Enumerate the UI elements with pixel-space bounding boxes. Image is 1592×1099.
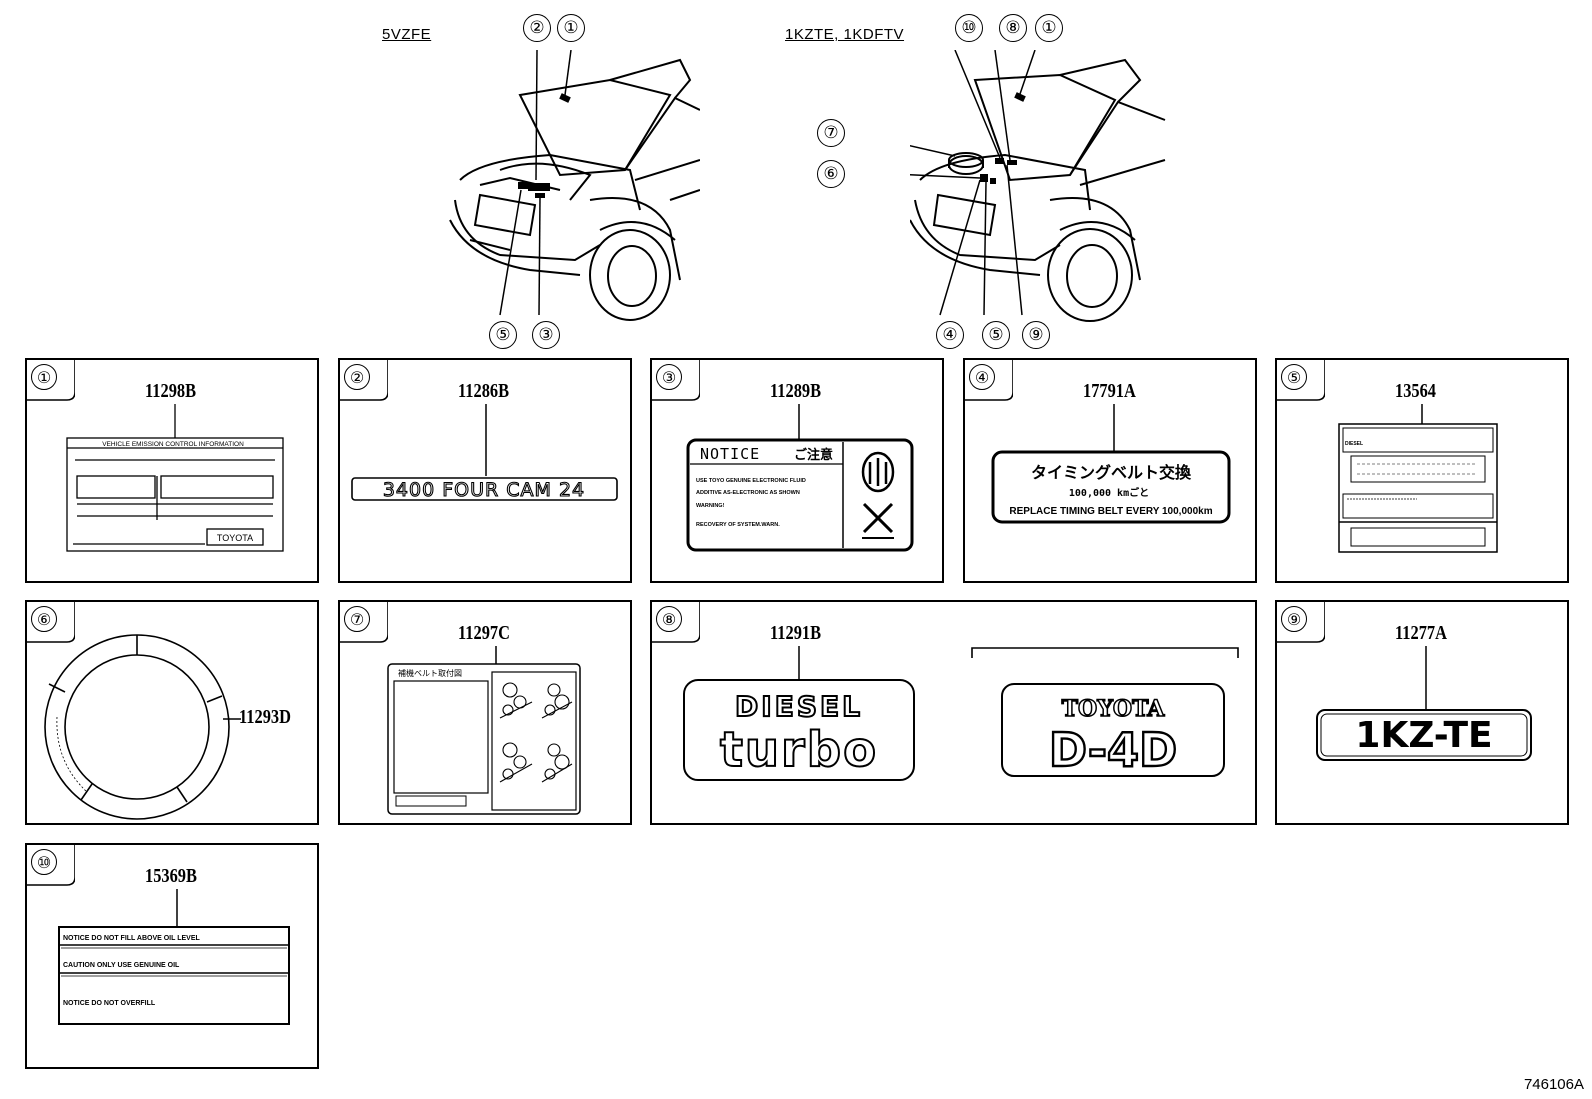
- belt-diagram-title-jp: 補機ベルト取付図: [398, 668, 462, 678]
- d4d-badge-brand: TOYOTA: [1062, 696, 1166, 722]
- notice-line-4: RECOVERY OF SYSTEM.WARN.: [696, 522, 780, 528]
- panel-9: ⑨ 11277A 1KZ-TE: [1275, 600, 1569, 825]
- notice-line-3: WARNING!: [696, 503, 725, 509]
- panel-8-part-number: 11291B: [770, 622, 822, 644]
- engine-label-1kzte: 1KZTE, 1KDFTV: [785, 26, 905, 43]
- panel-7: ⑦ 11297C 補機ベルト取付図: [338, 600, 632, 825]
- callout-8-1kzte: ⑧: [999, 14, 1027, 42]
- panel-1-part-number: 11298B: [145, 380, 197, 402]
- panel-2: ② 11286B 3400 FOUR CAM 24: [338, 358, 632, 583]
- belt-routing-diagrams: [499, 682, 573, 783]
- panel-5-number: ⑤: [1281, 364, 1307, 390]
- notice-row-1: NOTICE DO NOT FILL ABOVE OIL LEVEL: [63, 935, 200, 942]
- panel-1: ① 11298B VEHICLE EMISSION CONTROL INFORM…: [25, 358, 319, 583]
- emission-label-brand: TOYOTA: [217, 533, 253, 543]
- no-fill-icon: [862, 502, 894, 539]
- panel-8: ⑧ 11291B DIESEL turbo TOYOTA D-4D: [650, 600, 1257, 825]
- callout-1-5vzfe: ①: [557, 14, 585, 42]
- turbo-badge-line2: turbo: [720, 722, 878, 778]
- callout-5-1kzte: ⑤: [982, 321, 1010, 349]
- callout-10-1kzte: ⑩: [955, 14, 983, 42]
- emblem-3400-four-cam-24: 3400 FOUR CAM 24: [383, 479, 585, 501]
- panel-3: ③ 11289B NOTICE ご注意 USE TOYO GENUINE ELE…: [650, 358, 944, 583]
- timing-belt-en: REPLACE TIMING BELT EVERY 100,000km: [1009, 506, 1212, 517]
- panel-9-part-number: 11277A: [1395, 622, 1447, 644]
- emblem-1kz-te: 1KZ-TE: [1355, 715, 1492, 756]
- panel-7-number: ⑦: [344, 606, 370, 632]
- panel-9-number: ⑨: [1281, 606, 1307, 632]
- notice-row-3: NOTICE DO NOT OVERFILL: [63, 1000, 156, 1007]
- oil-cap-ring-graphic: [44, 634, 230, 820]
- emission-label-graphic: VEHICLE EMISSION CONTROL INFORMATION TOY…: [66, 404, 284, 552]
- panel-3-number: ③: [656, 364, 682, 390]
- diesel-badge-line1: DIESEL: [735, 690, 863, 723]
- notice-title-jp: ご注意: [794, 447, 833, 463]
- callout-3-5vzfe: ③: [532, 321, 560, 349]
- panel-2-number: ②: [344, 364, 370, 390]
- oil-level-icon: [861, 451, 895, 493]
- vehicle-illustration-1kzte: [910, 50, 1166, 322]
- panel-2-part-number: 11286B: [458, 380, 510, 402]
- callout-1-1kzte: ①: [1035, 14, 1063, 42]
- engine-label-5vzfe: 5VZFE: [382, 26, 432, 43]
- panel-7-part-number: 11297C: [458, 622, 510, 644]
- panel-10-number: ⑩: [31, 849, 57, 875]
- panel-3-part-number: 11289B: [770, 380, 822, 402]
- panel-4: ④ 17791A タイミングベルト交換 100,000 kmごと REPLACE…: [963, 358, 1257, 583]
- panel-6: ⑥ 11293D: [25, 600, 319, 825]
- callout-4-1kzte: ④: [936, 321, 964, 349]
- notice-title: NOTICE: [700, 445, 760, 463]
- notice-line-2: ADDITIVE AS-ELECTRONIC AS SHOWN: [696, 490, 800, 496]
- callout-2-5vzfe: ②: [523, 14, 551, 42]
- diesel-tag: DIESEL: [1345, 441, 1363, 447]
- callout-7-1kzte: ⑦: [817, 119, 845, 147]
- panel-1-number: ①: [31, 364, 57, 390]
- timing-belt-interval: 100,000 kmごと: [1069, 486, 1149, 499]
- d4d-badge-model: D-4D: [1049, 723, 1177, 777]
- panel-5: ⑤ 13564 DIESEL: [1275, 358, 1569, 583]
- notice-line-1: USE TOYO GENUINE ELECTRONIC FLUID: [696, 478, 806, 484]
- callout-9-1kzte: ⑨: [1022, 321, 1050, 349]
- timing-belt-jp: タイミングベルト交換: [1031, 463, 1192, 482]
- panel-8-number: ⑧: [656, 606, 682, 632]
- notice-row-2: CAUTION ONLY USE GENUINE OIL: [63, 962, 180, 969]
- callout-5-5vzfe: ⑤: [489, 321, 517, 349]
- panel-5-part-number: 13564: [1395, 380, 1436, 402]
- vehicle-illustration-5vzfe: [449, 50, 700, 321]
- emission-label-header: VEHICLE EMISSION CONTROL INFORMATION: [102, 441, 244, 448]
- panel-10: ⑩ 15369B NOTICE DO NOT FILL ABOVE OIL LE…: [25, 843, 319, 1069]
- panel-4-number: ④: [969, 364, 995, 390]
- figure-code: 746106A: [1523, 1076, 1584, 1093]
- panel-6-number: ⑥: [31, 606, 57, 632]
- panel-6-part-number: 11293D: [239, 706, 291, 728]
- panel-10-part-number: 15369B: [145, 865, 197, 887]
- callout-6-1kzte: ⑥: [817, 160, 845, 188]
- panel-4-part-number: 17791A: [1083, 380, 1136, 402]
